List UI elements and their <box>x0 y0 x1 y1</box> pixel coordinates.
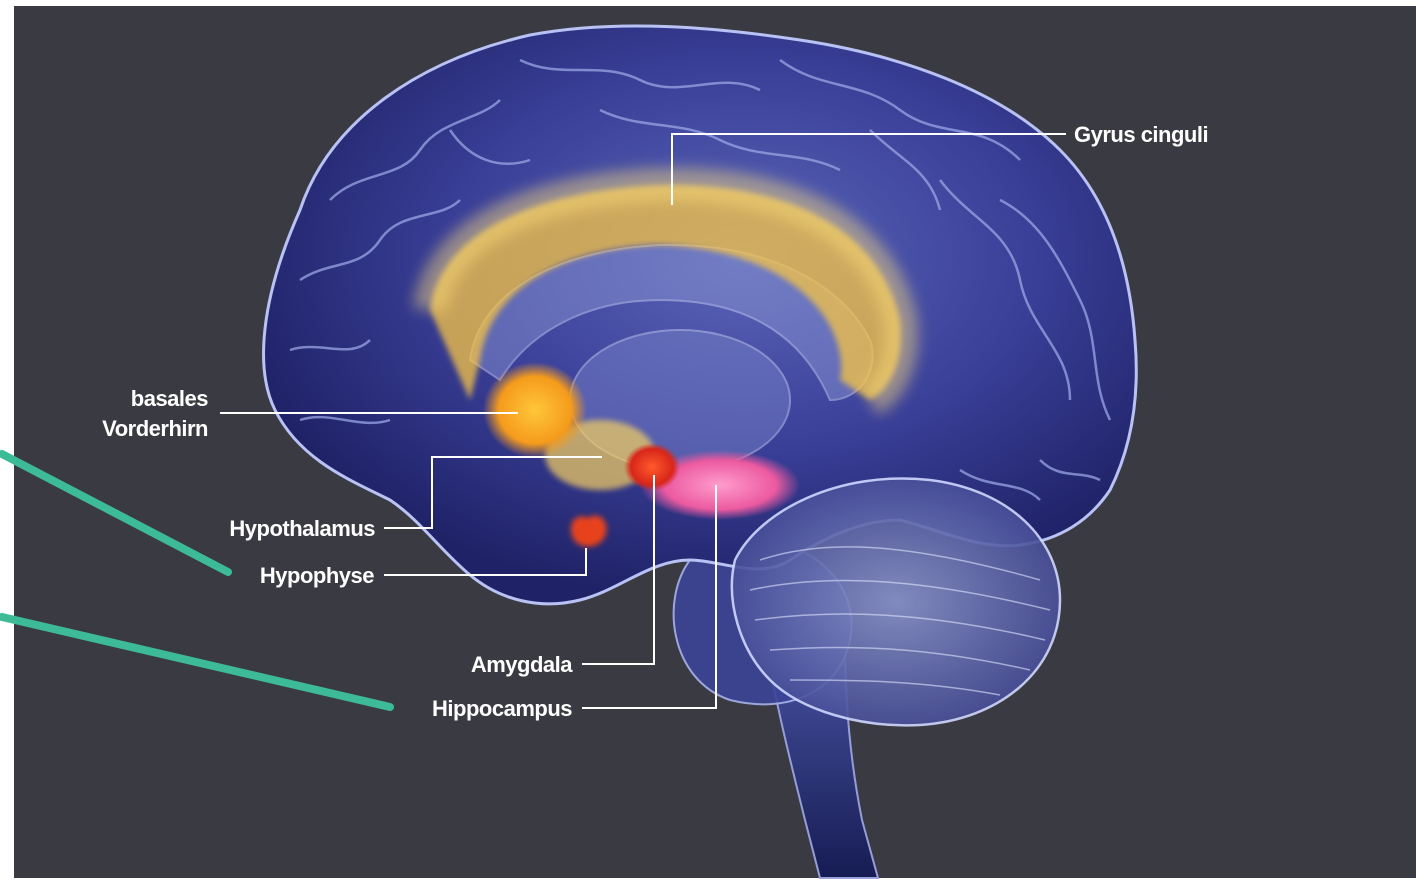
label-gyrus-cinguli: Gyrus cinguli <box>1074 122 1208 147</box>
label-basales-line1: basales <box>131 386 208 411</box>
label-amygdala: Amygdala <box>471 652 573 677</box>
label-hypothalamus: Hypothalamus <box>229 516 375 541</box>
cerebellum <box>732 478 1060 725</box>
label-hippocampus: Hippocampus <box>432 696 572 721</box>
basales-vorderhirn-region <box>483 362 587 458</box>
label-basales-line2: Vorderhirn <box>102 416 208 441</box>
label-hypophyse: Hypophyse <box>260 563 374 588</box>
amygdala-region <box>624 443 680 491</box>
